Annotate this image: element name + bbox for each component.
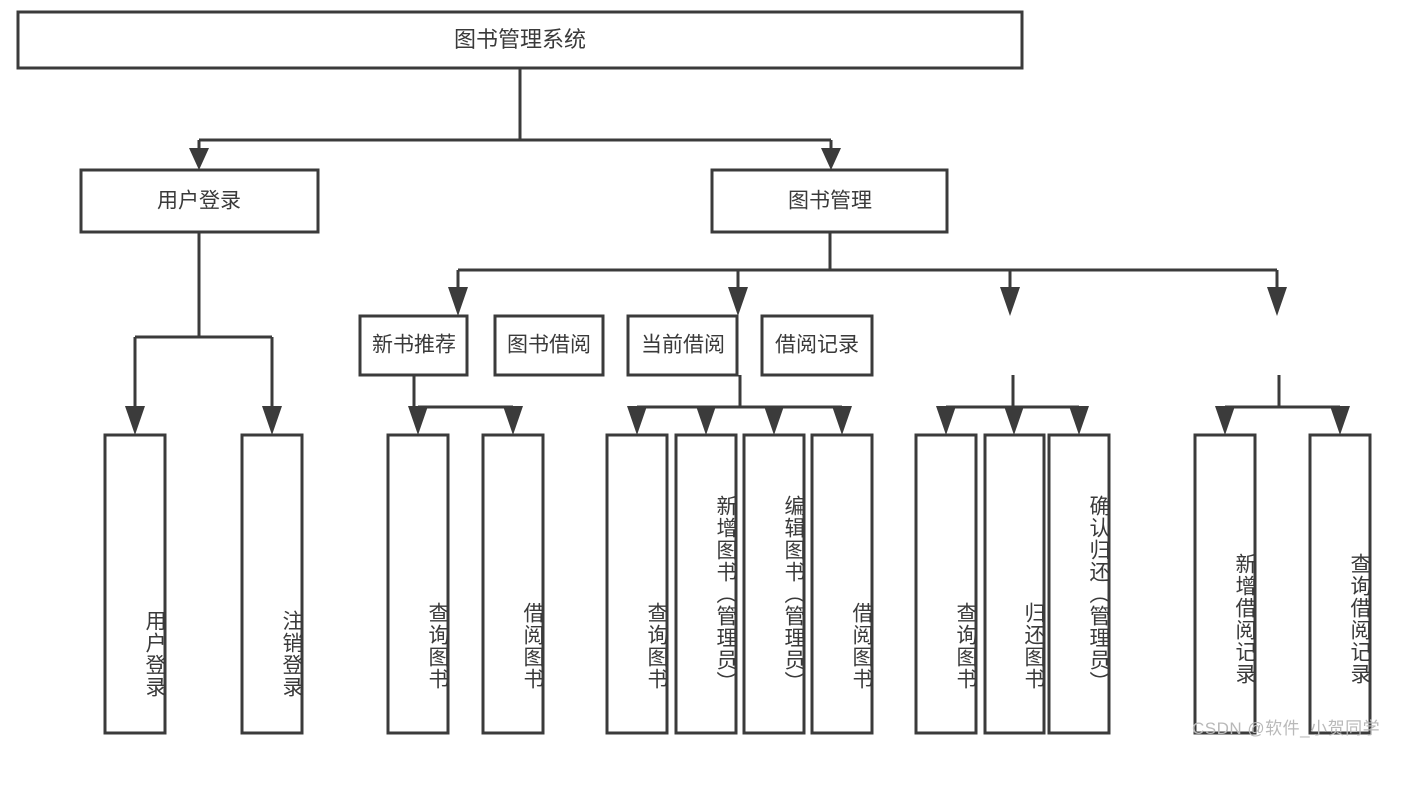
node-root[interactable]: 图书管理系统 [16,10,1024,70]
leaf-boxes [103,433,1372,735]
connector-user-login-to-leaves [133,232,274,413]
leaf-query-book-3-box[interactable] [914,433,978,735]
root-label: 图书管理系统 [454,27,586,52]
arrow-head-to-leaf-borrow-book-2 [832,406,852,435]
arrow-head-to-user-login [189,148,209,170]
arrow-head-to-leaf-return-book [1004,406,1024,435]
leaf-edit-book-box[interactable] [742,433,806,735]
edge-group-user-login [125,232,282,435]
leaf-add-borrow-record-box[interactable] [1193,433,1257,735]
connector-root-to-level2 [197,68,833,155]
arrow-head-to-leaf-confirm-return [1069,406,1089,435]
edge-group-root [189,68,841,170]
current-borrow-label: 当前借阅 [641,334,725,357]
arrow-head-to-leaf-add-borrow-record [1215,406,1235,435]
node-user-login[interactable]: 用户登录 [79,168,320,234]
arrow-head-to-leaf-borrow-book-1 [503,406,523,435]
leaf-borrow-book-2-box[interactable] [810,433,874,735]
edge-group-current-borrow [936,375,1089,435]
leaf-logout-box[interactable] [240,433,304,735]
connector-new-book-recommend-to-leaves [412,375,515,413]
leaf-borrow-book-1-box[interactable] [481,433,545,735]
root-box[interactable] [16,10,1024,70]
user-login-label: 用户登录 [157,190,241,213]
book-management-label: 图书管理 [788,190,872,213]
arrow-head-to-leaf-query-borrow-record [1330,406,1350,435]
edge-group-book-management [448,232,1287,316]
connector-borrow-record-to-leaves [1223,375,1342,413]
arrow-head-to-borrow-record [1267,287,1287,316]
edge-group-book-borrow [627,375,852,435]
borrow-record-box[interactable] [760,314,874,377]
node-book-management[interactable]: 图书管理 [710,168,949,234]
book-management-box[interactable] [710,168,949,234]
user-login-box[interactable] [79,168,320,234]
arrow-head-to-leaf-logout [262,406,282,435]
current-borrow-box[interactable] [626,314,739,377]
leaf-return-book-box[interactable] [983,433,1046,735]
edge-group-new-book-recommend [408,375,523,435]
node-current-borrow[interactable]: 当前借阅 [626,314,739,377]
arrow-head-to-current-borrow [1000,287,1020,316]
new-book-recommend-label: 新书推荐 [372,334,456,357]
node-borrow-record[interactable]: 借阅记录 [760,314,874,377]
book-borrow-box[interactable] [493,314,605,377]
arrow-head-to-new-book-recommend [448,287,468,316]
leaf-query-book-2-box[interactable] [605,433,669,735]
arrow-head-to-leaf-add-book [696,406,716,435]
leaf-user-login-box[interactable] [103,433,167,735]
edge-group-borrow-record [1215,375,1350,435]
book-borrow-label: 图书借阅 [507,334,591,357]
new-book-recommend-box[interactable] [358,314,469,377]
diagram-canvas: 图书管理系统 用户登录 图书管理 新书推荐 图书借阅 当前借阅 借阅记录 [16,10,1372,735]
leaf-confirm-return-box[interactable] [1047,433,1111,735]
arrow-head-to-leaf-edit-book [764,406,784,435]
csdn-watermark: CSDN @软件_小贺同学 [1192,719,1381,738]
arrow-head-to-book-management [821,148,841,170]
node-new-book-recommend[interactable]: 新书推荐 [358,314,469,377]
hierarchy-diagram: 图书管理系统 用户登录 图书管理 新书推荐 图书借阅 当前借阅 借阅记录 [16,10,1381,738]
arrow-head-to-leaf-query-book-1 [408,406,428,435]
node-book-borrow[interactable]: 图书借阅 [493,314,605,377]
arrow-head-to-leaf-user-login [125,406,145,435]
connector-book-borrow-to-leaves [635,375,844,413]
arrow-head-to-leaf-query-book-2 [627,406,647,435]
arrow-head-to-book-borrow [728,287,748,316]
leaf-query-borrow-record-box[interactable] [1308,433,1372,735]
borrow-record-label: 借阅记录 [775,334,859,357]
leaf-add-book-box[interactable] [674,433,738,735]
arrow-head-to-leaf-query-book-3 [936,406,956,435]
connector-book-management-to-level3 [456,232,1279,292]
leaf-query-book-1-box[interactable] [386,433,450,735]
